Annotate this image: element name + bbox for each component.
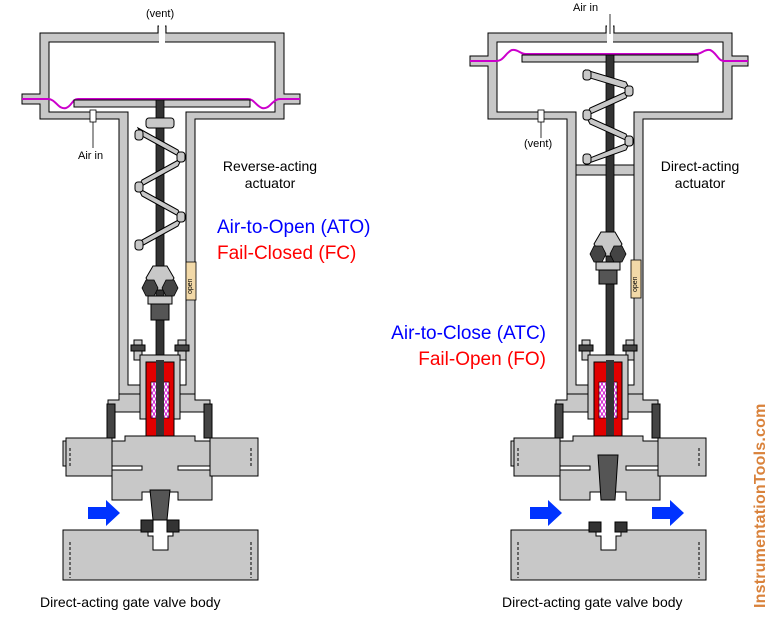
left-gate	[140, 489, 180, 533]
right-valve-body	[510, 435, 707, 581]
right-indicator-label: open	[632, 276, 639, 292]
left-valve	[21, 20, 301, 581]
right-fail-label: Fail-Open (FO)	[418, 349, 546, 370]
right-actuator-label-line1: Direct-acting	[660, 158, 740, 174]
left-stem-connector	[141, 265, 179, 321]
right-packing	[593, 360, 623, 442]
left-mode-label: Air-to-Open (ATO)	[217, 217, 371, 238]
left-packing	[145, 360, 175, 442]
right-body-caption: Direct-acting gate valve body	[502, 594, 683, 610]
left-vent-label: (vent)	[146, 8, 175, 20]
right-actuator-label-line2: actuator	[674, 175, 726, 191]
right-flow-arrow-out	[652, 500, 684, 526]
right-actuator-label: Direct-acting actuator	[645, 158, 755, 192]
left-indicator-label: open	[187, 278, 194, 294]
right-valve	[469, 20, 749, 581]
left-valve-body	[62, 435, 259, 581]
right-mode-label: Air-to-Close (ATC)	[391, 323, 546, 344]
left-air-in-label: Air in	[78, 150, 104, 162]
right-stem-connector	[589, 231, 627, 285]
left-fail-label: Fail-Closed (FC)	[217, 243, 357, 264]
right-diaphragm	[470, 48, 748, 62]
right-gate	[588, 454, 628, 533]
right-stroke-indicator	[630, 259, 642, 299]
right-flow-arrow-in	[530, 500, 562, 526]
left-actuator-label-line1: Reverse-acting	[222, 158, 318, 174]
right-air-in-label: Air in	[573, 2, 599, 14]
left-diaphragm	[22, 98, 300, 110]
left-actuator-label-line2: actuator	[244, 175, 296, 191]
left-spring	[134, 117, 186, 251]
left-stroke-indicator	[185, 261, 197, 301]
right-vent-label: (vent)	[524, 138, 553, 150]
left-body-caption: Direct-acting gate valve body	[40, 594, 221, 610]
right-spring	[582, 69, 634, 165]
watermark: InstrumentationTools.com	[752, 403, 769, 608]
left-flow-arrow	[88, 500, 120, 526]
left-actuator-label: Reverse-acting actuator	[210, 158, 330, 192]
